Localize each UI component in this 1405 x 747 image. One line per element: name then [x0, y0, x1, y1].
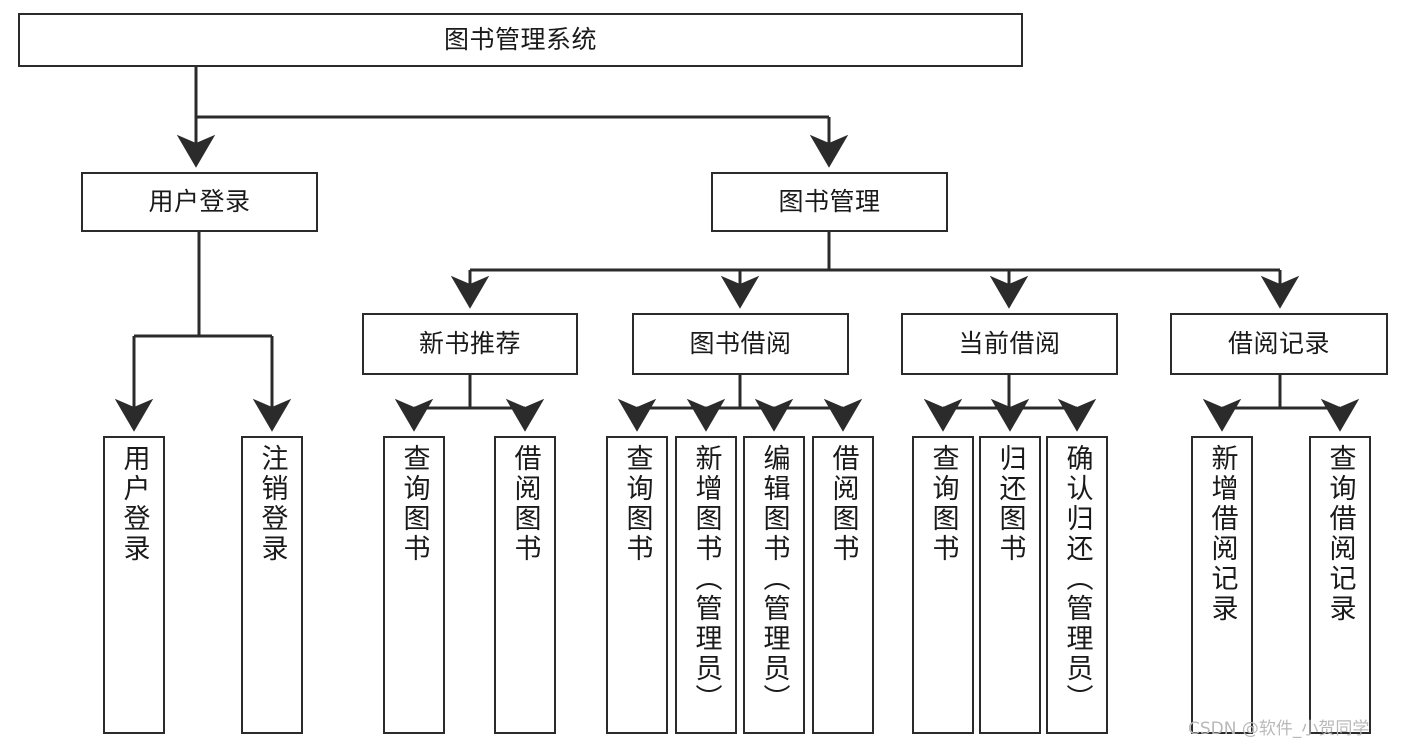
- node-leaf-return-book[interactable]: 归还图书: [979, 436, 1041, 734]
- node-leaf-confirm-return[interactable]: 确认归还（管理员）: [1046, 436, 1108, 734]
- node-leaf-query-book-1[interactable]: 查询图书: [383, 436, 445, 734]
- node-book-manage[interactable]: 图书管理: [711, 172, 948, 232]
- node-leaf-add-book[interactable]: 新增图书（管理员）: [675, 436, 737, 734]
- node-leaf-query-record-label: 查询借阅记录: [1324, 444, 1356, 624]
- node-leaf-add-book-label: 新增图书（管理员）: [690, 444, 722, 714]
- node-leaf-borrow-book-2-label: 借阅图书: [827, 444, 859, 564]
- node-leaf-edit-book-label: 编辑图书（管理员）: [758, 444, 790, 714]
- node-leaf-user-login-label: 用户登录: [118, 444, 150, 564]
- node-root[interactable]: 图书管理系统: [18, 13, 1023, 67]
- node-new-book-rec-label: 新书推荐: [418, 329, 521, 359]
- node-current-borrow-label: 当前借阅: [958, 329, 1061, 359]
- node-leaf-user-login[interactable]: 用户登录: [103, 436, 165, 734]
- node-user-login[interactable]: 用户登录: [81, 172, 318, 232]
- node-leaf-confirm-return-label: 确认归还（管理员）: [1061, 444, 1093, 714]
- node-book-borrow-label: 图书借阅: [689, 329, 792, 359]
- node-book-borrow[interactable]: 图书借阅: [632, 313, 849, 375]
- node-leaf-query-record[interactable]: 查询借阅记录: [1309, 436, 1371, 734]
- watermark: CSDN @软件_小贺同学: [1188, 719, 1370, 739]
- node-leaf-borrow-book-1[interactable]: 借阅图书: [494, 436, 556, 734]
- node-borrow-record-label: 借阅记录: [1227, 329, 1330, 359]
- node-leaf-edit-book[interactable]: 编辑图书（管理员）: [743, 436, 805, 734]
- node-leaf-query-book-2[interactable]: 查询图书: [606, 436, 668, 734]
- node-leaf-return-book-label: 归还图书: [994, 444, 1026, 564]
- node-new-book-rec[interactable]: 新书推荐: [362, 313, 578, 375]
- node-leaf-logout-label: 注销登录: [256, 444, 288, 564]
- node-leaf-query-book-3[interactable]: 查询图书: [912, 436, 974, 734]
- node-leaf-add-record-label: 新增借阅记录: [1206, 444, 1238, 624]
- node-user-login-label: 用户登录: [148, 187, 251, 217]
- node-book-manage-label: 图书管理: [778, 187, 881, 217]
- node-root-label: 图书管理系统: [443, 25, 597, 55]
- node-borrow-record[interactable]: 借阅记录: [1170, 313, 1388, 375]
- node-leaf-query-book-3-label: 查询图书: [927, 444, 959, 564]
- node-leaf-borrow-book-2[interactable]: 借阅图书: [812, 436, 874, 734]
- node-leaf-logout[interactable]: 注销登录: [241, 436, 303, 734]
- node-leaf-borrow-book-1-label: 借阅图书: [509, 444, 541, 564]
- node-current-borrow[interactable]: 当前借阅: [901, 313, 1118, 375]
- node-leaf-add-record[interactable]: 新增借阅记录: [1191, 436, 1253, 734]
- node-leaf-query-book-2-label: 查询图书: [621, 444, 653, 564]
- node-leaf-query-book-1-label: 查询图书: [398, 444, 430, 564]
